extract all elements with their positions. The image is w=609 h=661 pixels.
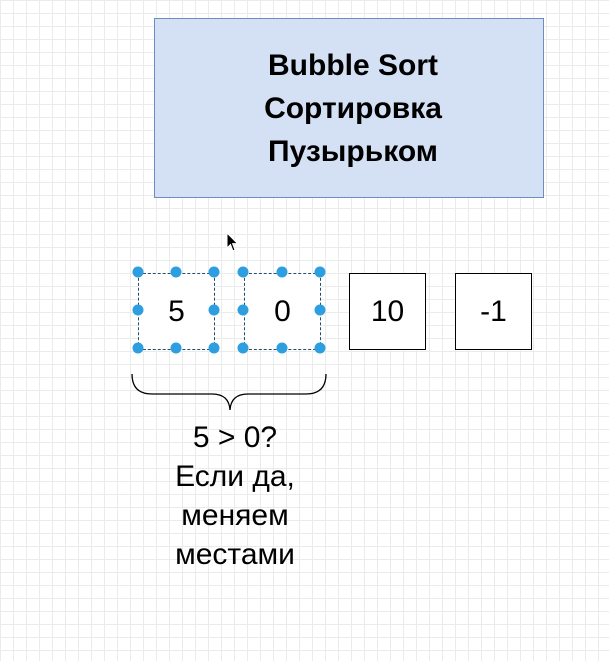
note-line-4: местами bbox=[175, 538, 295, 571]
title-box[interactable]: Bubble Sort Сортировка Пузырьком bbox=[154, 18, 544, 198]
note-line-3: меняем bbox=[181, 499, 289, 532]
mouse-cursor-icon bbox=[226, 232, 239, 252]
array-cell-2[interactable]: 10 bbox=[349, 273, 426, 350]
note-question: 5 > 0? bbox=[192, 421, 278, 454]
title-line-1: Bubble Sort bbox=[268, 48, 438, 82]
curly-brace bbox=[131, 373, 327, 411]
array-cell-3-value: -1 bbox=[480, 294, 507, 328]
title-line-3: Пузырьком bbox=[268, 134, 438, 168]
array-cell-1[interactable]: 0 bbox=[244, 273, 321, 350]
array-cell-3[interactable]: -1 bbox=[455, 273, 532, 350]
array-cell-2-value: 10 bbox=[370, 294, 405, 328]
array-cell-1-value: 0 bbox=[274, 294, 291, 328]
array-cell-0-value: 5 bbox=[168, 294, 185, 328]
array-cell-0[interactable]: 5 bbox=[138, 273, 215, 350]
note-line-2: Если да, bbox=[175, 460, 295, 493]
title-line-2: Сортировка bbox=[264, 91, 442, 125]
comparison-note[interactable]: 5 > 0? Если да, меняем местами bbox=[130, 418, 340, 574]
